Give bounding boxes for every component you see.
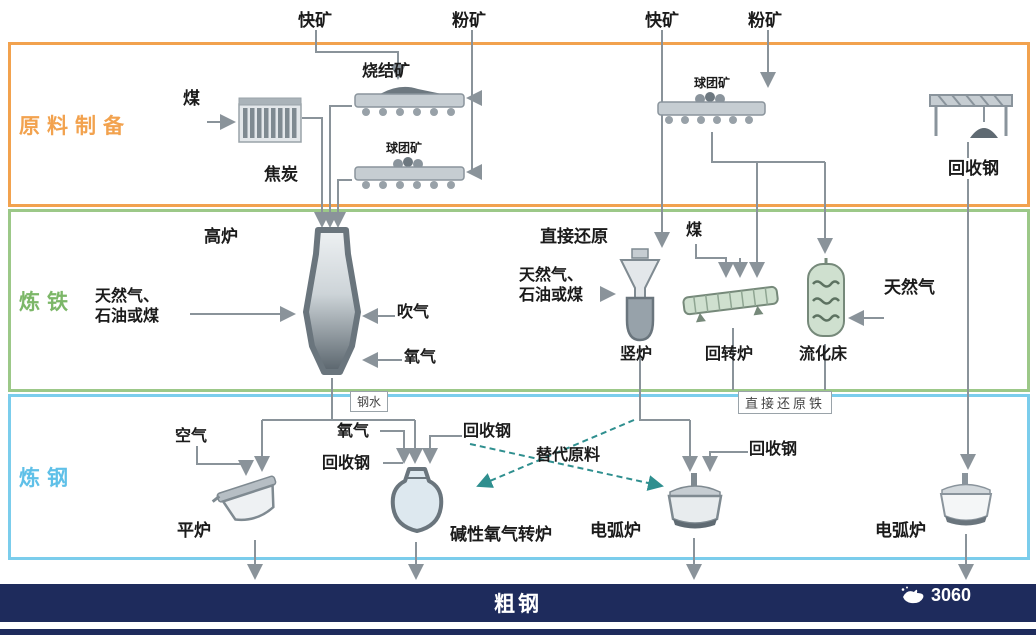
fluidized-bed-icon	[807, 258, 845, 337]
label-blow-gas: 吹气	[397, 304, 430, 321]
watermark-text: 3060	[931, 585, 972, 605]
flow-fine-ore-to-sinter	[466, 30, 482, 106]
label-recycled-steel-right: 回收钢	[749, 441, 798, 458]
scrap-crane-icon	[929, 94, 1013, 138]
label-recycled-steel-left: 回收钢	[322, 455, 371, 472]
label-lump-ore-left: 快矿	[298, 11, 332, 30]
rotary-kiln-icon	[682, 285, 779, 323]
band-raw-material: 原料制备	[8, 42, 1030, 207]
label-pellet-right: 球团矿	[694, 76, 731, 90]
band-title-raw-material: 原料制备	[19, 114, 131, 138]
flow-oxygen-to-bof	[380, 430, 412, 464]
label-sinter: 烧结矿	[362, 63, 411, 80]
label-gas-oil-coal-left: 天然气、 石油或煤	[95, 288, 160, 325]
label-coal-iron: 煤	[686, 222, 703, 239]
label-air: 空气	[175, 428, 208, 445]
label-fluidized-bed: 流化床	[799, 346, 848, 363]
label-eaf-right: 电弧炉	[875, 521, 926, 540]
dri-box: 直接还原铁	[738, 391, 833, 414]
flow-fine-ore-to-pellet	[466, 98, 482, 180]
coke-oven-icon	[238, 97, 302, 143]
label-rotary-kiln: 回转炉	[705, 346, 754, 363]
label-oxygen-steel: 氧气	[337, 423, 370, 440]
label-bof: 碱性氧气转炉	[450, 525, 552, 544]
crude-steel-bar: 粗钢	[0, 584, 1036, 622]
label-fine-ore-right: 粉矿	[748, 11, 782, 30]
flow-shaft-to-dri	[639, 348, 690, 421]
band-title-steel-making: 炼钢	[19, 467, 75, 490]
label-eaf: 电弧炉	[590, 521, 641, 540]
label-lump-ore-right: 快矿	[645, 11, 679, 30]
label-coke: 焦炭	[264, 165, 298, 184]
label-recycled-steel-mid: 回收钢	[463, 423, 512, 440]
label-blast-furnace: 高炉	[204, 227, 238, 246]
electric-arc-furnace-right-icon	[939, 473, 993, 526]
label-pellet-left: 球团矿	[386, 141, 423, 155]
label-oxygen-iron: 氧气	[404, 349, 437, 366]
label-shaft-furnace: 竖炉	[620, 346, 653, 363]
dove-icon	[901, 586, 924, 603]
crude-steel-label: 粗钢	[494, 593, 542, 616]
pellet-machine-right-icon	[657, 92, 766, 124]
flow-pellet-to-blast-furnace	[330, 179, 352, 228]
label-natural-gas: 天然气	[884, 278, 935, 297]
sinter-machine-icon	[354, 86, 465, 116]
watermark: 3060	[900, 585, 971, 606]
open-hearth-furnace-icon	[211, 475, 277, 522]
shaft-furnace-icon	[619, 248, 661, 342]
label-gas-oil-coal-right: 天然气、 石油或煤	[519, 267, 584, 304]
flow-air-to-open-hearth	[196, 446, 254, 476]
flow-dri-to-bof-dashed	[476, 419, 635, 488]
flow-scrap-to-bof-right	[422, 435, 462, 464]
pellet-output-manifold	[711, 132, 825, 163]
flow-coal-to-kiln-a	[695, 244, 734, 278]
pellet-machine-left-icon	[354, 157, 465, 189]
label-direct-reduction: 直接还原	[540, 227, 608, 246]
label-fine-ore-left: 粉矿	[452, 11, 486, 30]
flow-alt-material-to-eaf-dashed	[469, 443, 664, 491]
flow-lump-ore-to-sinter	[315, 30, 406, 80]
label-open-hearth: 平炉	[177, 521, 211, 540]
label-alt-materials: 替代原料	[536, 447, 601, 464]
flow-sinter-to-blast-furnace	[322, 105, 352, 228]
band-steel-making: 炼钢	[8, 394, 1030, 560]
label-coal: 煤	[183, 89, 200, 108]
band-iron-making: 炼铁	[8, 209, 1030, 392]
flow-coke-to-blast-furnace	[302, 117, 330, 228]
flow-scrap-to-eaf	[702, 451, 748, 472]
molten-steel-box: 钢水	[350, 391, 389, 412]
bof-converter-icon	[390, 467, 444, 533]
bottom-border-line	[0, 629, 1036, 635]
blast-furnace-icon	[303, 227, 361, 375]
label-recycled-steel-raw: 回收钢	[946, 158, 1001, 180]
band-title-iron-making: 炼铁	[19, 290, 75, 314]
electric-arc-furnace-icon	[667, 473, 723, 529]
